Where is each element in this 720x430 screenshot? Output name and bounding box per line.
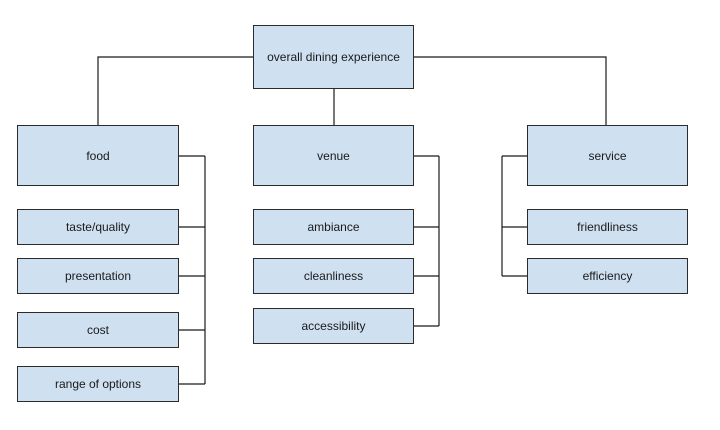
connector-root-service bbox=[414, 56, 607, 125]
connector-service-children bbox=[501, 155, 527, 277]
node-food-child: taste/quality bbox=[17, 209, 179, 245]
connector-root-food bbox=[97, 56, 253, 125]
node-root: overall dining experience bbox=[253, 25, 414, 89]
node-food-child: range of options bbox=[17, 366, 179, 402]
connector-venue-children bbox=[414, 155, 440, 327]
connector-food-children bbox=[179, 155, 206, 385]
node-venue-child: cleanliness bbox=[253, 258, 414, 294]
node-venue-child: accessibility bbox=[253, 308, 414, 344]
node-food-child: presentation bbox=[17, 258, 179, 294]
node-service-child: efficiency bbox=[527, 258, 688, 294]
node-venue-child: ambiance bbox=[253, 209, 414, 245]
node-food-child: cost bbox=[17, 312, 179, 348]
node-service: service bbox=[527, 125, 688, 186]
node-venue: venue bbox=[253, 125, 414, 186]
node-food: food bbox=[17, 125, 179, 186]
node-service-child: friendliness bbox=[527, 209, 688, 245]
